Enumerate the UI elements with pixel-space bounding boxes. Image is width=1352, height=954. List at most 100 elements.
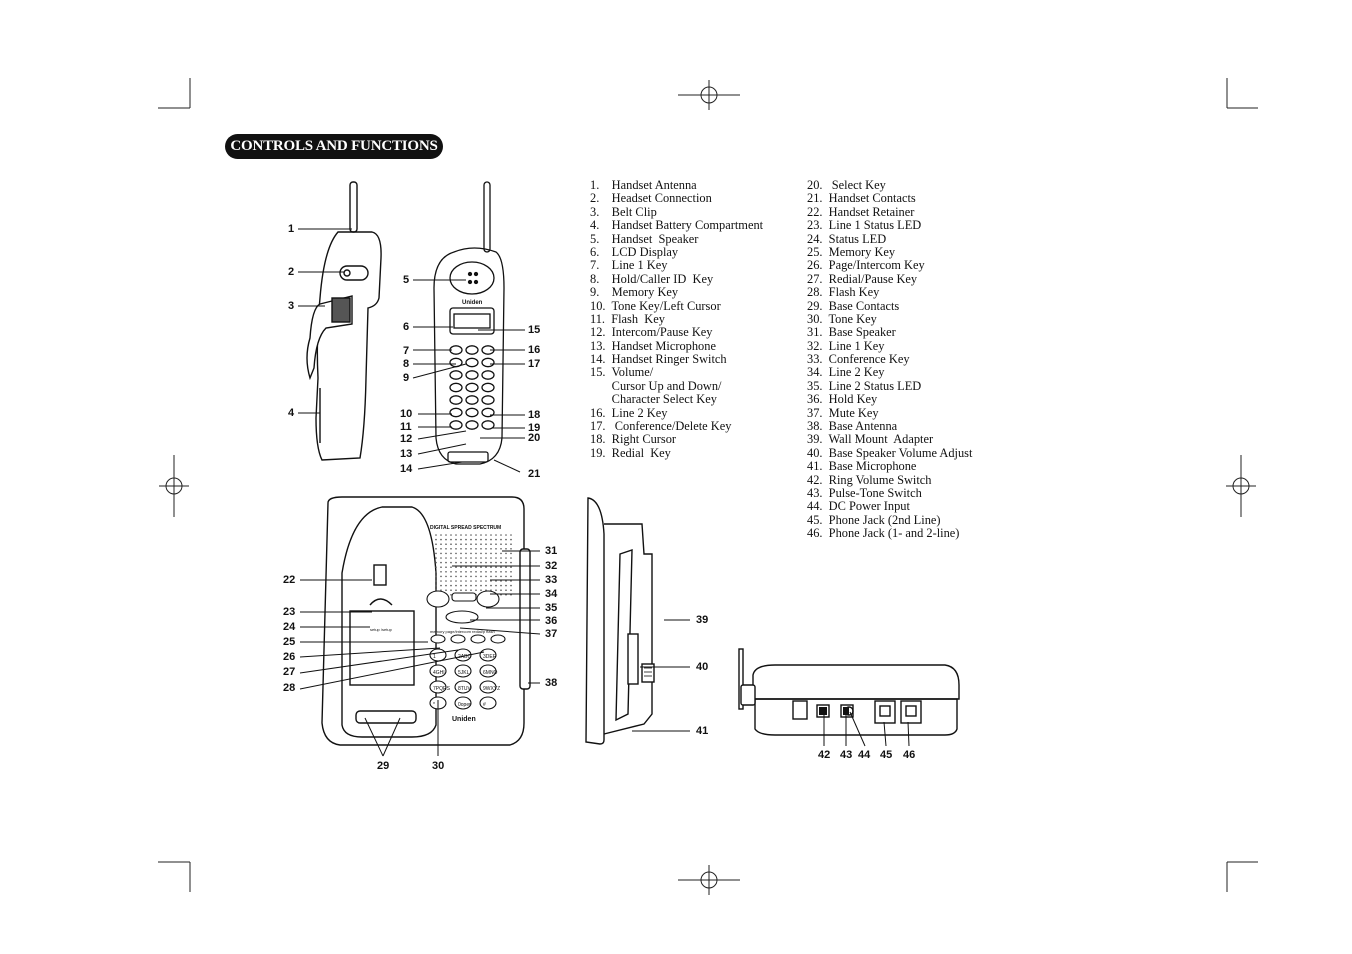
speaker-grill-dot bbox=[465, 584, 467, 587]
handset-key bbox=[465, 382, 479, 393]
speaker-grill-dot bbox=[505, 534, 507, 536]
legend-item: 3. Belt Clip bbox=[590, 204, 657, 219]
speaker-grill-dot bbox=[445, 589, 447, 591]
speaker-grill-dot bbox=[470, 561, 472, 564]
base-keypad-key bbox=[479, 696, 497, 710]
base-keypad-key bbox=[454, 664, 472, 678]
speaker-grill-dot bbox=[445, 566, 447, 568]
speaker-grill-dot bbox=[495, 580, 497, 582]
speaker-grill-dot bbox=[505, 580, 507, 582]
speaker-grill-dot bbox=[495, 534, 497, 536]
handset-key bbox=[449, 382, 463, 393]
base-keypad-label: * bbox=[433, 702, 435, 708]
speaker-grill-dot bbox=[445, 548, 447, 550]
speaker-grill-dot bbox=[455, 543, 457, 545]
speaker-grill-dot bbox=[495, 552, 497, 555]
base-keypad-label: # bbox=[483, 702, 486, 708]
speaker-grill-dot bbox=[485, 548, 487, 550]
speaker-grill-dot bbox=[435, 557, 437, 559]
speaker-grill-dot bbox=[435, 575, 437, 578]
handset-key bbox=[481, 382, 495, 393]
speaker-grill-dot bbox=[455, 561, 457, 564]
base-keypad-label: 4GHI bbox=[433, 670, 445, 676]
speaker-grill-dot bbox=[510, 548, 512, 550]
legend-item: 6. LCD Display bbox=[590, 244, 679, 259]
speaker-grill-dot bbox=[485, 543, 487, 545]
speaker-grill-dot bbox=[450, 538, 452, 541]
callout-number: 21 bbox=[528, 468, 541, 480]
speaker-grill-dot bbox=[470, 534, 472, 536]
handset-key bbox=[465, 420, 479, 430]
speaker-grill-dot bbox=[445, 584, 447, 587]
speaker-grill-dot bbox=[460, 571, 462, 573]
callout-number: 23 bbox=[283, 606, 296, 618]
speaker-grill-dot bbox=[490, 571, 492, 573]
base-function-key bbox=[450, 634, 466, 644]
handset-key bbox=[481, 420, 495, 430]
speaker-grill-dot bbox=[450, 552, 452, 555]
speaker-grill-dot bbox=[470, 580, 472, 582]
speaker-grill-dot bbox=[475, 584, 477, 587]
callout-number: 18 bbox=[528, 409, 541, 421]
base-function-key bbox=[490, 634, 506, 644]
speaker-grill-dot bbox=[470, 543, 472, 545]
speaker-grill-dot bbox=[490, 566, 492, 568]
speaker-grill-dot bbox=[470, 538, 472, 541]
callout-number: 38 bbox=[545, 677, 558, 689]
callout-number: 39 bbox=[696, 614, 709, 626]
speaker-grill-dot bbox=[455, 571, 457, 573]
speaker-grill-dot bbox=[495, 538, 497, 541]
speaker-grill-dot bbox=[455, 589, 457, 591]
speaker-grill-dot bbox=[435, 548, 437, 550]
speaker-grill-dot bbox=[435, 561, 437, 564]
legend-item: 32. Line 1 Key bbox=[807, 338, 885, 353]
base-brand-logo: Uniden bbox=[452, 716, 476, 723]
speaker-grill-dot bbox=[490, 580, 492, 582]
speaker-grill-dot bbox=[505, 584, 507, 587]
speaker-grill-dot bbox=[450, 561, 452, 564]
legend-item: 39. Wall Mount Adapter bbox=[807, 432, 934, 447]
speaker-grill-dot bbox=[500, 543, 502, 545]
callout-number: 30 bbox=[432, 760, 445, 772]
speaker-grill-dot bbox=[460, 557, 462, 559]
speaker-grill-dot bbox=[460, 538, 462, 541]
speaker-grill-dot bbox=[475, 543, 477, 545]
speaker-grill-dot bbox=[480, 584, 482, 587]
speaker-grill-dot bbox=[510, 566, 512, 568]
base-keypad-label: 5JKL bbox=[458, 670, 470, 676]
callout-number: 28 bbox=[283, 682, 296, 694]
legend-item: 24. Status LED bbox=[807, 231, 887, 246]
legend-item: 35. Line 2 Status LED bbox=[807, 378, 922, 393]
speaker-grill-dot bbox=[455, 580, 457, 582]
legend-item: 16. Line 2 Key bbox=[590, 405, 668, 420]
legend-item: 31. Base Speaker bbox=[807, 325, 896, 340]
speaker-grill-dot bbox=[510, 552, 512, 555]
speaker-grill-dot bbox=[490, 534, 492, 536]
speaker-grill-dot bbox=[505, 543, 507, 545]
speaker-grill-dot bbox=[440, 566, 442, 568]
base-rear-illustration bbox=[738, 648, 960, 736]
speaker-grill-dot bbox=[455, 548, 457, 550]
legend-item: 27. Redial/Pause Key bbox=[807, 271, 918, 286]
callout-number: 2 bbox=[288, 266, 295, 278]
legend-item: 30. Tone Key bbox=[807, 311, 877, 326]
speaker-grill-dot bbox=[485, 561, 487, 564]
legend-item: 23. Line 1 Status LED bbox=[807, 218, 922, 233]
legend-item: 20. Select Key bbox=[807, 178, 886, 192]
callout-number: 31 bbox=[545, 545, 558, 557]
speaker-grill-dot bbox=[475, 571, 477, 573]
speaker-grill-dot bbox=[505, 538, 507, 541]
callout-number: 9 bbox=[403, 372, 410, 384]
handset-key bbox=[449, 420, 463, 430]
speaker-grill-dot bbox=[460, 543, 462, 545]
speaker-grill-dot bbox=[450, 534, 452, 536]
base-keypad-label: 1 bbox=[433, 654, 436, 660]
legend-item: 44. DC Power Input bbox=[807, 499, 910, 514]
callout-number: 44 bbox=[858, 749, 871, 761]
legend-item: Cursor Up and Down/ bbox=[590, 378, 722, 393]
speaker-grill-dot bbox=[435, 552, 437, 555]
speaker-grill-dot bbox=[505, 575, 507, 578]
callout-number: 26 bbox=[283, 651, 296, 663]
